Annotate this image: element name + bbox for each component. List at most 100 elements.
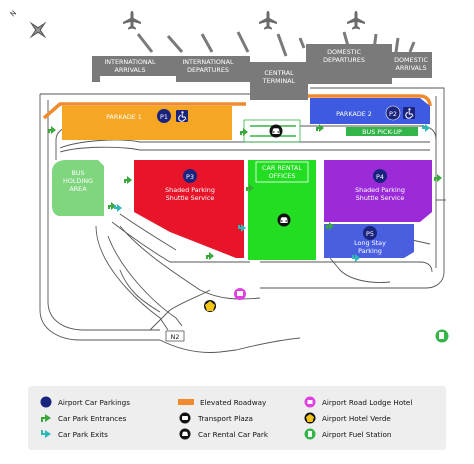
entrance-arrow-icon xyxy=(316,124,324,132)
parking-p4-label-2: Shuttle Service xyxy=(356,194,405,202)
international-departures-building xyxy=(176,56,250,82)
airport-fuel-station[interactable] xyxy=(435,329,449,343)
compass-north-label: N xyxy=(9,9,18,18)
central-terminal-label-1: CENTRAL xyxy=(264,69,294,77)
legend-road-lodge-hotel: Airport Road Lodge Hotel xyxy=(304,396,412,408)
parking-p3-code: P3 xyxy=(186,173,194,181)
parkade-2[interactable]: PARKADE 2 P2 xyxy=(310,98,430,124)
car-parking-marker-icon xyxy=(40,396,52,408)
parking-p4-code: P4 xyxy=(376,173,384,181)
entrance-arrow-icon xyxy=(434,174,442,182)
terminal-building: INTERNATIONAL ARRIVALS INTERNATIONAL DEP… xyxy=(92,44,432,100)
n2-label: N2 xyxy=(171,333,180,341)
airport-hotel-verde[interactable] xyxy=(204,300,216,312)
exit-arrow-icon xyxy=(41,430,51,438)
parking-p3-label-2: Shuttle Service xyxy=(166,194,215,202)
accessible-parking-icon xyxy=(175,109,189,123)
elevated-roadway-swatch xyxy=(178,399,194,405)
plane-icon xyxy=(347,11,365,30)
legend-car-rental-car-park-label: Car Rental Car Park xyxy=(198,429,269,439)
legend-hotel-verde-label: Airport Hotel Verde xyxy=(322,413,391,423)
exit-arrow-icon xyxy=(114,204,122,212)
parking-p5-label-1: Long Stay xyxy=(354,239,386,247)
parkade-2-label: PARKADE 2 xyxy=(336,110,372,118)
domestic-arrivals-label-2: ARRIVALS xyxy=(395,64,426,72)
transport-plaza-icon xyxy=(269,124,283,138)
parking-p5-label-2: Parking xyxy=(358,247,382,255)
car-rental-car-park-icon xyxy=(179,428,191,440)
legend-transport-plaza: Transport Plaza xyxy=(178,412,253,424)
parkade-1-marker[interactable]: P1 xyxy=(157,109,171,123)
bus-pickup-label: BUS PICK-UP xyxy=(362,128,402,136)
transport-plaza[interactable] xyxy=(243,119,301,143)
car-rental-label-2: OFFICES xyxy=(269,172,296,180)
domestic-departures-label-1: DOMESTIC xyxy=(327,48,361,56)
legend-car-park-entrances-label: Car Park Entrances xyxy=(58,413,127,423)
accessible-parking-icon xyxy=(402,106,416,120)
domestic-arrivals-label-1: DOMESTIC xyxy=(394,56,428,64)
car-rental-car-park-icon xyxy=(277,213,291,227)
bus-pickup[interactable]: BUS PICK-UP xyxy=(346,127,418,136)
parking-p5[interactable]: P5 Long Stay Parking xyxy=(324,224,414,258)
n2-highway-shield: N2 xyxy=(165,330,185,342)
parking-p3-marker[interactable]: P3 xyxy=(183,169,197,183)
parking-p4[interactable]: P4 Shaded Parking Shuttle Service xyxy=(324,160,432,222)
legend-car-park-entrances: Car Park Entrances xyxy=(40,412,126,424)
entrance-arrow-icon xyxy=(41,414,51,422)
legend-fuel-station: Airport Fuel Station xyxy=(304,428,391,440)
legend-hotel-verde: Airport Hotel Verde xyxy=(304,412,391,424)
legend-road-lodge-hotel-label: Airport Road Lodge Hotel xyxy=(322,397,413,407)
parking-p5-marker[interactable]: P5 xyxy=(363,226,377,240)
legend-car-park-exits-label: Car Park Exits xyxy=(58,429,108,439)
legend-car-park-exits: Car Park Exits xyxy=(40,428,108,440)
entrance-arrow-icon xyxy=(48,126,56,134)
entrance-arrow-icon xyxy=(240,128,248,136)
fuel-station-icon xyxy=(304,428,316,440)
international-arrivals-label-2: ARRIVALS xyxy=(114,66,145,74)
hotel-verde-icon xyxy=(304,412,316,424)
compass-rose-icon xyxy=(29,21,47,39)
bus-holding-label-2: HOLDING xyxy=(63,177,93,185)
lodge-hotel-icon xyxy=(304,396,316,408)
international-departures-label-2: DEPARTURES xyxy=(187,66,229,74)
bus-holding-label-1: BUS xyxy=(71,169,84,177)
entrance-arrow-icon xyxy=(124,176,132,184)
map-legend: Airport Car Parkings Car Park Entrances … xyxy=(28,386,446,450)
legend-airport-car-parkings-label: Airport Car Parkings xyxy=(58,397,130,407)
domestic-arrivals-building xyxy=(390,52,432,78)
car-rental-label-1: CAR RENTAL xyxy=(262,164,302,172)
parkade-2-marker[interactable]: P2 xyxy=(385,105,401,121)
domestic-departures-label-2: DEPARTURES xyxy=(323,56,365,64)
bus-holding-label-3: AREA xyxy=(69,185,87,193)
airport-road-lodge-hotel[interactable] xyxy=(234,288,246,300)
exit-arrow-icon xyxy=(422,124,430,132)
parking-p4-marker[interactable]: P4 xyxy=(373,169,387,183)
parkade-1-label: PARKADE 1 xyxy=(106,113,142,121)
elevated-roadway xyxy=(42,94,432,120)
international-departures-label-1: INTERNATIONAL xyxy=(182,58,234,66)
international-arrivals-label-1: INTERNATIONAL xyxy=(104,58,156,66)
legend-car-rental-car-park: Car Rental Car Park xyxy=(178,428,268,440)
legend-transport-plaza-label: Transport Plaza xyxy=(198,413,253,423)
parkade-1[interactable]: PARKADE 1 P1 xyxy=(62,106,232,140)
parking-p3[interactable]: P3 Shaded Parking Shuttle Service xyxy=(134,160,244,258)
domestic-departures-building xyxy=(306,44,392,84)
legend-airport-car-parkings: Airport Car Parkings xyxy=(40,396,130,408)
transport-plaza-icon xyxy=(179,412,191,424)
runway-planes xyxy=(123,11,365,30)
central-terminal-building xyxy=(250,62,308,100)
legend-elevated-roadway: Elevated Roadway xyxy=(178,396,266,408)
legend-elevated-roadway-label: Elevated Roadway xyxy=(200,397,267,407)
car-rental-offices[interactable]: CAR RENTAL OFFICES xyxy=(248,160,316,260)
road-network xyxy=(39,87,446,353)
entrance-arrow-icon xyxy=(206,252,214,260)
bus-holding-area[interactable]: BUS HOLDING AREA xyxy=(52,160,104,216)
legend-fuel-station-label: Airport Fuel Station xyxy=(322,429,392,439)
parkade-1-code: P1 xyxy=(160,113,168,121)
compass: N xyxy=(9,9,47,39)
plane-icon xyxy=(259,11,277,30)
parking-p4-label-1: Shaded Parking xyxy=(355,186,405,194)
plane-icon xyxy=(123,11,141,30)
central-terminal-label-2: TERMINAL xyxy=(262,77,296,85)
